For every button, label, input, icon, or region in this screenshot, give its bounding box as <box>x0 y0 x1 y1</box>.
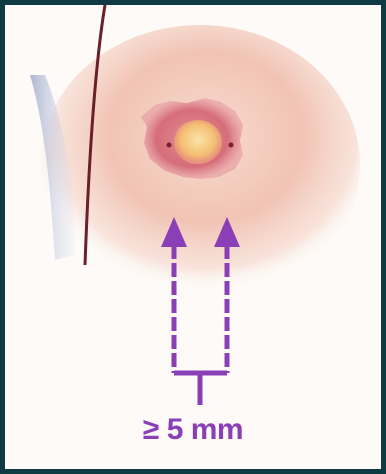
illustration-svg <box>5 5 381 469</box>
wheal-edge-dot-right <box>229 143 234 148</box>
injection-bump <box>174 120 222 164</box>
measurement-label: ≥ 5 mm <box>5 413 381 447</box>
skin-test-illustration: ≥ 5 mm <box>5 5 381 469</box>
wheal-edge-dot-left <box>167 143 172 148</box>
